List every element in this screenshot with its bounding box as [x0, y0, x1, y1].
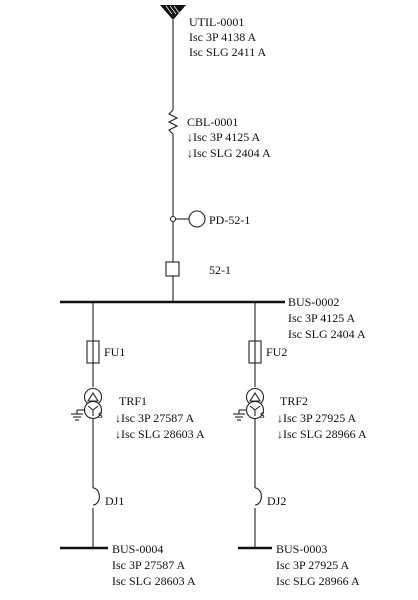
utility-hatch [165, 5, 181, 15]
cable-isc-3p: ↓Isc 3P 4125 A [187, 130, 261, 144]
branch-1-transformer-id: TRF1 [119, 394, 147, 408]
branch-1-winding-mark: s [98, 407, 103, 421]
branch-1-bus-isc-3p: Isc 3P 27587 A [112, 558, 186, 572]
cable-icon [167, 109, 179, 135]
branch-2-transformer-isc-3p: ↓Isc 3P 27925 A [277, 411, 357, 425]
ground-icon [233, 409, 246, 421]
protective-relay[interactable] [169, 210, 206, 228]
cable-isc-slg: ↓Isc SLG 2404 A [187, 146, 271, 160]
main-bus-id: BUS-0002 [288, 295, 339, 309]
branch-2-bus-isc-3p: Isc 3P 27925 A [276, 558, 350, 572]
branch-2-transformer-id: TRF2 [280, 394, 308, 408]
cable-id: CBL-0001 [187, 115, 238, 129]
disconnect-icon[interactable] [92, 487, 100, 506]
branch-2 [233, 302, 272, 550]
branch-1-bus-isc-slg: Isc SLG 28603 A [112, 574, 196, 588]
transformer-icon[interactable] [83, 387, 103, 420]
utility-isc-3p: Isc 3P 4138 A [189, 30, 257, 44]
cable[interactable] [167, 109, 179, 135]
relay-ct-icon [169, 215, 177, 223]
main-bus-isc-3p: Isc 3P 4125 A [288, 311, 356, 325]
utility-source[interactable] [160, 5, 186, 20]
relay-id: PD-52-1 [209, 213, 250, 227]
utility-isc-slg: Isc SLG 2411 A [189, 45, 267, 59]
branch-1-transformer-isc-3p: ↓Isc 3P 27587 A [115, 411, 195, 425]
branch-1-fuse-label: FU1 [104, 345, 125, 359]
utility-id: UTIL-0001 [189, 15, 244, 29]
disconnect-icon[interactable] [254, 487, 262, 506]
branch-2-fuse-label: FU2 [266, 345, 287, 359]
ground-icon [71, 409, 84, 421]
branch-1-bus-id: BUS-0004 [112, 542, 163, 556]
branch-2-bus-isc-slg: Isc SLG 28966 A [276, 574, 360, 588]
relay-icon [188, 210, 206, 228]
main-bus-isc-slg: Isc SLG 2404 A [288, 327, 366, 341]
branch-1-transformer-isc-slg: ↓Isc SLG 28603 A [115, 427, 205, 441]
utility-source-icon [160, 5, 186, 20]
breaker-icon[interactable] [165, 261, 180, 277]
branch-1 [60, 302, 108, 550]
branch-2-transformer-isc-slg: ↓Isc SLG 28966 A [277, 427, 367, 441]
breaker-id: 52-1 [209, 263, 231, 277]
branch-2-bus-id: BUS-0003 [276, 542, 327, 556]
branch-2-winding-mark: s [260, 407, 265, 421]
branch-1-disconnect-label: DJ1 [105, 494, 124, 508]
branch-2-disconnect-label: DJ2 [267, 494, 286, 508]
